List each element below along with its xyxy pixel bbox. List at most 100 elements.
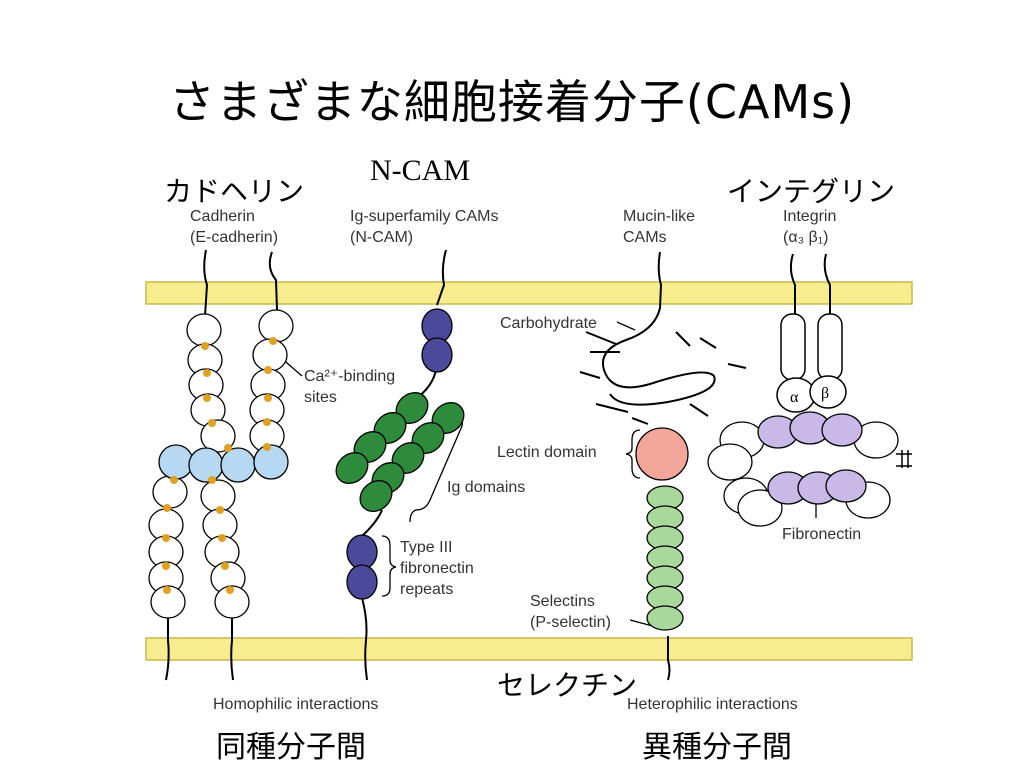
cadherin-contact-domain <box>253 444 289 480</box>
cadherin-label: Cadherin (E-cadherin) <box>190 206 278 248</box>
integrin-tail-beta <box>823 253 831 316</box>
homophilic-interactions-label: Homophilic interactions <box>213 696 379 713</box>
integrin-beta-label: β <box>821 385 829 402</box>
ca-binding-site <box>208 419 216 427</box>
ca-label-line2: sites <box>304 389 337 406</box>
selectin-tail <box>667 636 671 681</box>
carbohydrate-side-4 <box>699 337 717 349</box>
heterophilic-jp-label: 異種分子間 <box>642 730 792 765</box>
fibronectin-domain <box>707 443 753 481</box>
ncam-fn-repeat <box>346 564 378 600</box>
selectins-line2: (P-selectin) <box>530 614 611 631</box>
fibronectin-label: Fibronectin <box>782 526 862 543</box>
ig-label-line2: (N-CAM) <box>350 229 414 246</box>
carbohydrate-side-8 <box>689 403 709 417</box>
ig-domains-label: Ig domains <box>447 479 526 496</box>
fibronectin-domain <box>737 489 783 527</box>
ncam-linker-2 <box>361 509 383 537</box>
ca-binding-site <box>162 534 170 542</box>
ca-binding-site <box>218 534 226 542</box>
upper-membrane <box>145 281 913 305</box>
cadherin-label-line1: Cadherin <box>190 208 255 225</box>
cadherin-label-line2: (E-cadherin) <box>190 229 279 246</box>
type3-bracket <box>381 535 397 597</box>
ca-label-line1: Ca²⁺-binding <box>304 368 396 385</box>
cadherin-jp-label: カドヘリン <box>164 175 305 208</box>
ca-binding-site <box>264 366 272 374</box>
integrin-beta-head <box>809 375 847 409</box>
ca-binding-site <box>263 418 271 426</box>
ca-binding-label: Ca²⁺-binding sites <box>304 366 395 408</box>
carbohydrate-side-9 <box>579 371 601 379</box>
type3-label: Type III fibronectin repeats <box>400 537 474 600</box>
cadherin-contact-domain <box>158 444 194 480</box>
ncam-ig-domain <box>335 452 369 484</box>
ca-binding-site <box>264 394 272 402</box>
selectin-jp-label: セレクチン <box>497 669 638 702</box>
type3-line3: repeats <box>400 581 454 598</box>
carbohydrate-side-6 <box>595 403 629 413</box>
ncam-ig-domain <box>359 480 393 512</box>
ncam-fn-repeat <box>421 337 453 373</box>
cadherin-tail-4 <box>230 614 234 681</box>
cadherin-contact-domain <box>188 447 224 483</box>
ig-superfamily-label: Ig-superfamily CAMs (N-CAM) <box>350 206 498 248</box>
carbohydrate-side-5 <box>727 363 747 369</box>
ca-binding-site <box>263 443 271 451</box>
cadherin-domain <box>186 313 222 347</box>
carbohydrate-label: Carbohydrate <box>500 315 597 332</box>
integrin-label-line2: (α₃ β₁) <box>783 229 829 246</box>
ca-binding-site <box>224 444 232 452</box>
cadherin-contact-domain <box>220 447 256 483</box>
ncam-tail-top <box>436 249 447 306</box>
cadherin-tail-1 <box>203 249 209 317</box>
ca-binding-site <box>226 586 234 594</box>
ncam-label: N-CAM <box>370 154 471 187</box>
page-title: さまざまな細胞接着分子(CAMs) <box>168 75 856 129</box>
integrin-alpha-stalk <box>780 313 806 381</box>
ncam-fn-repeat <box>346 534 378 570</box>
heterophilic-interactions-label: Heterophilic interactions <box>627 696 798 713</box>
selectins-label: Selectins (P-selectin) <box>530 591 611 633</box>
integrin-label-line1: Integrin <box>783 208 837 225</box>
lectin-domain-label: Lectin domain <box>497 444 597 461</box>
ca-binding-site <box>269 337 277 345</box>
carbohydrate-pointer <box>616 321 636 331</box>
selectins-line1: Selectins <box>530 593 595 610</box>
lectin-bracket <box>625 429 641 479</box>
cadherin-tail-2 <box>268 251 278 311</box>
lectin-domain <box>635 427 689 481</box>
ca-binding-site <box>221 562 229 570</box>
ca-binding-site <box>170 476 178 484</box>
ig-label-line1: Ig-superfamily CAMs <box>350 208 499 225</box>
mucin-label: Mucin-like CAMs <box>623 206 695 248</box>
cadherin-domain <box>152 475 188 509</box>
integrin-alpha-label: α <box>790 389 799 406</box>
ca-binding-site <box>201 342 209 350</box>
carbohydrate-side-1 <box>585 331 617 345</box>
type3-line1: Type III <box>400 539 453 556</box>
mucin-tail <box>602 251 716 406</box>
carbohydrate-side-3 <box>675 331 691 347</box>
fibronectin-binding-domain <box>821 413 863 447</box>
ncam-tail-bottom <box>361 597 368 681</box>
ca-binding-site <box>163 504 171 512</box>
ca-binding-site <box>216 506 224 514</box>
ca-binding-site <box>163 586 171 594</box>
integrin-tail-alpha <box>789 253 796 316</box>
fibronectin-bond-right <box>896 450 912 468</box>
cadherin-domain <box>200 419 236 453</box>
fibronectin-binding-domain <box>825 469 867 503</box>
cadherin-domain <box>252 338 288 372</box>
cadherin-domain <box>258 309 294 343</box>
carbohydrate-side-7 <box>631 417 649 425</box>
cadherin-tail-3 <box>165 614 170 681</box>
ca-binding-site <box>203 369 211 377</box>
cadherin-domain <box>214 585 250 619</box>
homophilic-jp-label: 同種分子間 <box>216 730 366 765</box>
type3-line2: fibronectin <box>400 560 474 577</box>
cadherin-domain <box>150 585 186 619</box>
integrin-label: Integrin (α₃ β₁) <box>783 206 836 248</box>
selectin-repeat <box>646 605 684 631</box>
